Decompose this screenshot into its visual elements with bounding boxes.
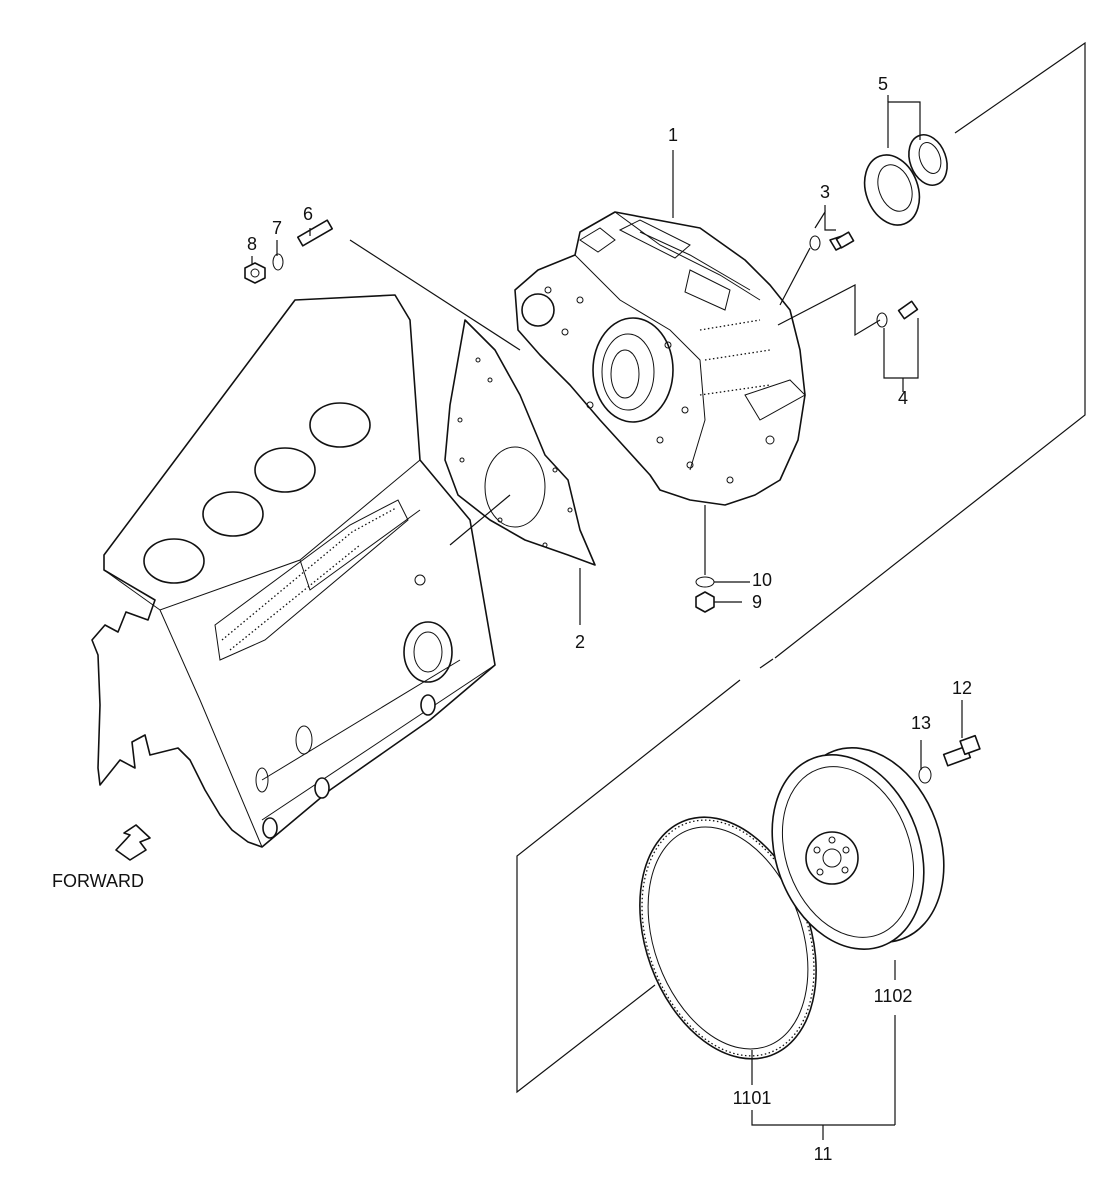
cylinder-block — [91, 294, 496, 848]
phantom-frame — [516, 41, 1086, 1094]
callout-4: 4 — [898, 388, 908, 408]
callout-1: 1 — [668, 125, 678, 145]
callout-10: 10 — [752, 570, 772, 590]
callout-2: 2 — [575, 632, 585, 652]
callout-7: 7 — [272, 218, 282, 238]
forward-label: FORWARD — [52, 871, 144, 891]
callout-3: 3 — [820, 182, 830, 202]
callout-9: 9 — [752, 592, 762, 612]
gasket-plate — [444, 319, 596, 566]
forward-arrow-icon — [115, 824, 151, 861]
flywheel — [771, 747, 945, 950]
callout-12: 12 — [952, 678, 972, 698]
callout-13: 13 — [911, 713, 931, 733]
flywheel-housing — [514, 211, 806, 575]
callout-5: 5 — [878, 74, 888, 94]
callout-1102: 1102 — [874, 986, 913, 1006]
callout-1101: 1101 — [733, 1088, 772, 1108]
hardware — [244, 219, 981, 784]
oil-seal — [863, 134, 948, 226]
callouts: 1 2 3 4 5 6 7 8 9 10 11 12 13 1101 1102 … — [52, 74, 972, 1164]
leader-lines — [251, 95, 963, 1140]
callout-11: 11 — [814, 1144, 833, 1164]
callout-6: 6 — [303, 204, 313, 224]
callout-8: 8 — [247, 234, 257, 254]
